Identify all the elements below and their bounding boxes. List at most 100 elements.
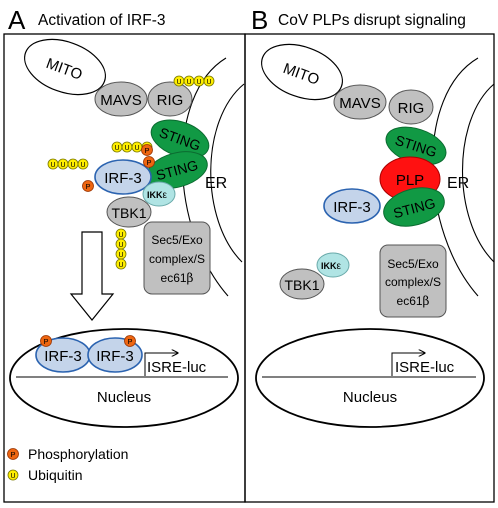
irf3-label-a: IRF-3 xyxy=(104,170,142,187)
sting-lower-b xyxy=(383,187,445,227)
phosphate-icon xyxy=(40,335,52,347)
phosphate-symbol: P xyxy=(10,450,15,459)
phosphate-symbol: P xyxy=(43,337,48,346)
sec5-beta-a: β xyxy=(187,271,194,285)
phosphate-symbol: P xyxy=(85,182,90,191)
phosphate-icon xyxy=(7,448,19,460)
rig-label-a: RIG xyxy=(157,92,184,109)
er-label-a: ER xyxy=(205,175,227,192)
sec5-line2-b: complex/S xyxy=(385,275,441,289)
ubiquitin-symbol: U xyxy=(134,145,139,152)
translocation-arrow-a xyxy=(69,231,115,321)
ubiquitin-symbol: U xyxy=(176,79,181,86)
panel-b-title: CoV PLPs disrupt signaling xyxy=(278,12,466,29)
rig-b xyxy=(388,89,434,125)
ubiquitin-symbol: U xyxy=(196,79,201,86)
phosphate-icon xyxy=(82,180,94,192)
ubiquitin-symbol: U xyxy=(118,262,123,269)
ikk-b xyxy=(316,252,350,278)
ikk-label-a: IKKε xyxy=(147,190,168,201)
irf3-label-b: IRF-3 xyxy=(333,199,371,216)
mavs-b xyxy=(333,84,387,120)
ubiquitin-symbol: U xyxy=(60,162,65,169)
ubiquitin-icon xyxy=(115,258,127,270)
sec5-line1-a: Sec5/Exo xyxy=(151,233,203,247)
nucleus-irf3-2-label-a: IRF-3 xyxy=(96,348,134,365)
ikk-suffix-b: ε xyxy=(337,261,342,272)
panel-b-frame xyxy=(244,33,495,503)
sec5-box-a xyxy=(143,221,211,295)
ubiquitin-symbol: U xyxy=(186,79,191,86)
tbk1-label-b: TBK1 xyxy=(284,277,319,293)
ikk-suffix-a: ε xyxy=(163,190,168,201)
phospho-irf3-a: P xyxy=(82,180,94,192)
panel-a: A Activation of IRF-3 ER MITO MAVS RIG S… xyxy=(3,5,246,503)
ikk-prefix-b: IKK xyxy=(321,261,337,271)
ubiquitin-icon xyxy=(7,469,19,481)
ikk-label-b: IKKε xyxy=(321,261,342,272)
sec5-line3-b: ec61β xyxy=(397,294,430,308)
ikk-prefix-a: IKK xyxy=(147,190,163,200)
ubiquitin-symbol: U xyxy=(118,232,123,239)
mavs-label-a: MAVS xyxy=(100,92,141,109)
tbk1-b xyxy=(279,268,325,300)
mavs-label-b: MAVS xyxy=(339,95,380,112)
phospho-sting-2-a: P xyxy=(143,156,155,168)
ikk-a xyxy=(142,181,176,207)
ubiquitin-symbol: U xyxy=(70,162,75,169)
panel-a-letter: A xyxy=(8,5,26,35)
phospho-nucleus-2-a: P xyxy=(124,335,136,347)
sec5-line2-a: complex/S xyxy=(149,252,205,266)
rig-a xyxy=(147,81,193,117)
isre-label-a: ISRE-luc xyxy=(147,359,207,376)
mito-b xyxy=(261,43,343,101)
ubiquitin-symbol: U xyxy=(206,79,211,86)
ubiquitin-symbol: U xyxy=(114,145,119,152)
phosphate-symbol: P xyxy=(146,158,151,167)
sec5-beta-b: β xyxy=(423,294,430,308)
nucleus-label-b: Nucleus xyxy=(343,389,397,406)
rig-label-b: RIG xyxy=(398,100,425,117)
legend-phospho-icon: P xyxy=(7,448,19,460)
phosphate-symbol: P xyxy=(144,146,149,155)
er-membrane-a-inner xyxy=(210,83,245,263)
legend: P Phosphorylation U Ubiquitin xyxy=(7,446,128,483)
panel-b: B CoV PLPs disrupt signaling ER MITO MAV… xyxy=(244,5,495,503)
ubiquitin-symbol: U xyxy=(118,242,123,249)
sec5-box-b xyxy=(379,244,447,318)
panel-a-title: Activation of IRF-3 xyxy=(38,12,166,29)
panel-b-letter: B xyxy=(251,5,268,35)
ubiquitin-symbol: U xyxy=(118,252,123,259)
isre-label-b: ISRE-luc xyxy=(395,359,455,376)
nucleus-label-a: Nucleus xyxy=(97,389,151,406)
nucleus-irf3-1-label-a: IRF-3 xyxy=(44,348,82,365)
nucleus-b xyxy=(255,328,485,428)
sec5-ec61-b: ec61 xyxy=(397,294,423,308)
tbk1-label-a: TBK1 xyxy=(111,205,146,221)
legend-phospho-label: Phosphorylation xyxy=(28,446,128,462)
tbk1-a xyxy=(106,196,152,228)
ubiquitin-icon xyxy=(77,158,89,170)
mito-a xyxy=(24,38,106,96)
phospho-sting-1-a: P xyxy=(141,144,153,156)
phosphate-icon xyxy=(143,156,155,168)
phosphate-symbol: P xyxy=(127,337,132,346)
phosphate-icon xyxy=(124,335,136,347)
ubiquitin-symbol: U xyxy=(10,473,15,480)
sec5-line3-a: ec61β xyxy=(161,271,194,285)
ubiquitin-symbol: U xyxy=(50,162,55,169)
sec5-line1-b: Sec5/Exo xyxy=(387,257,439,271)
mavs-a xyxy=(94,81,148,117)
phosphate-icon xyxy=(141,144,153,156)
legend-ubiquitin-label: Ubiquitin xyxy=(28,467,82,483)
isre-arrow-b xyxy=(391,353,425,376)
er-membrane-b-inner xyxy=(462,83,495,263)
er-label-b: ER xyxy=(447,175,469,192)
plp-label-b: PLP xyxy=(396,172,424,189)
ubiquitin-symbol: U xyxy=(124,145,129,152)
legend-ubiquitin-icon: U xyxy=(7,469,19,481)
irf3-b xyxy=(323,188,381,224)
